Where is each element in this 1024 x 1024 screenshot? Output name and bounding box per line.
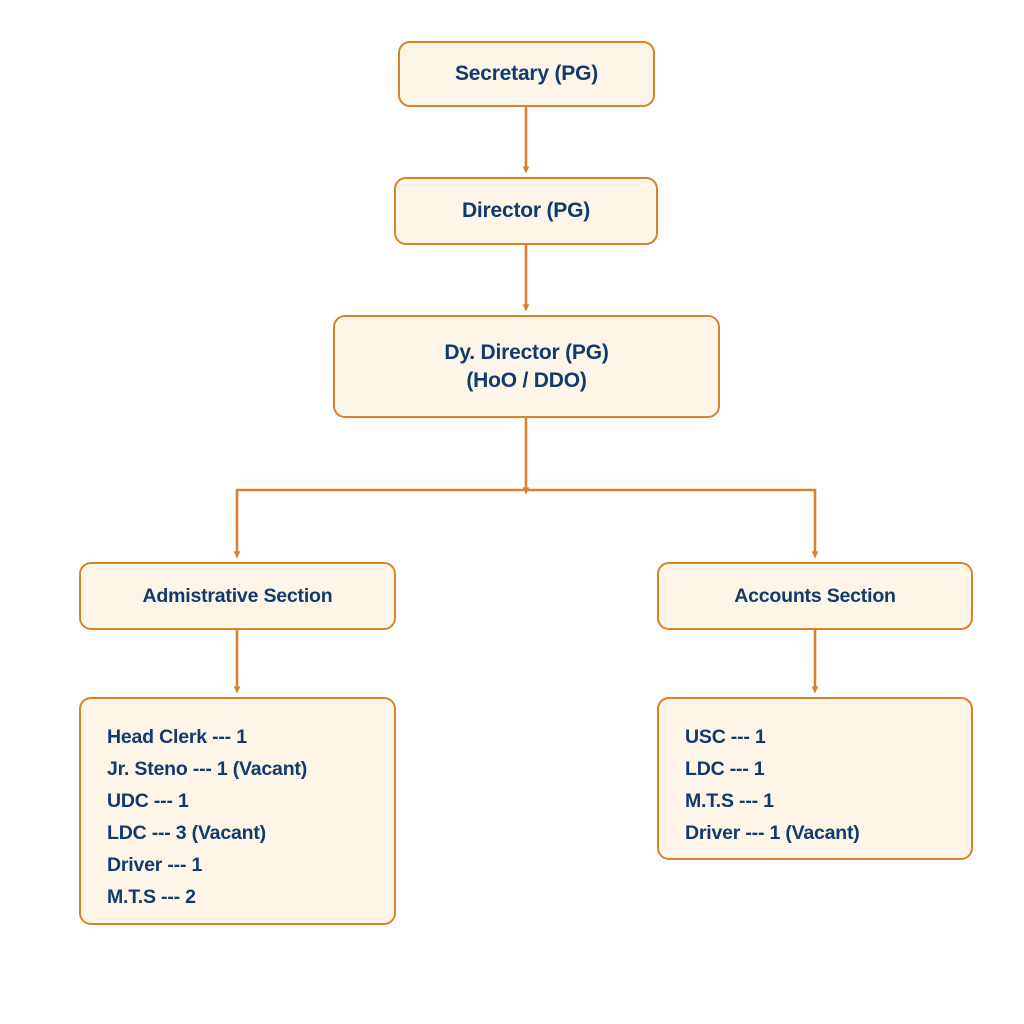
staff-list-item: LDC --- 3 (Vacant) (107, 822, 266, 844)
staff-list-item: UDC --- 1 (107, 790, 189, 812)
staff-list-item: USC --- 1 (685, 726, 766, 748)
node-dy-director[interactable]: Dy. Director (PG) (HoO / DDO) (333, 315, 720, 418)
staff-list-item: Head Clerk --- 1 (107, 726, 247, 748)
staff-list-item: M.T.S --- 2 (107, 886, 196, 908)
node-secretary[interactable]: Secretary (PG) (398, 41, 655, 107)
node-accounts-staff-list[interactable]: USC --- 1 LDC --- 1 M.T.S --- 1 Driver -… (657, 697, 973, 860)
node-admistrative-staff-list[interactable]: Head Clerk --- 1 Jr. Steno --- 1 (Vacant… (79, 697, 396, 925)
node-director-label: Director (PG) (461, 199, 591, 222)
node-dy-director-text: Dy. Director (PG) (HoO / DDO) (444, 339, 608, 395)
staff-list-item: LDC --- 1 (685, 758, 765, 780)
staff-list-item: Driver --- 1 (Vacant) (685, 822, 860, 844)
node-director[interactable]: Director (PG) (394, 177, 658, 245)
staff-list-item: Jr. Steno --- 1 (Vacant) (107, 758, 307, 780)
node-dy-director-label-line1: Dy. Director (PG) (444, 340, 609, 364)
node-admistrative-section[interactable]: Admistrative Section (79, 562, 396, 630)
node-dy-director-label-line2: (HoO / DDO) (466, 368, 587, 392)
node-accounts-section-label: Accounts Section (734, 585, 896, 607)
staff-list-item: M.T.S --- 1 (685, 790, 774, 812)
node-admistrative-section-label: Admistrative Section (142, 585, 333, 607)
staff-list-item: Driver --- 1 (107, 854, 203, 876)
node-accounts-section[interactable]: Accounts Section (657, 562, 973, 630)
node-secretary-label: Secretary (PG) (454, 62, 599, 85)
